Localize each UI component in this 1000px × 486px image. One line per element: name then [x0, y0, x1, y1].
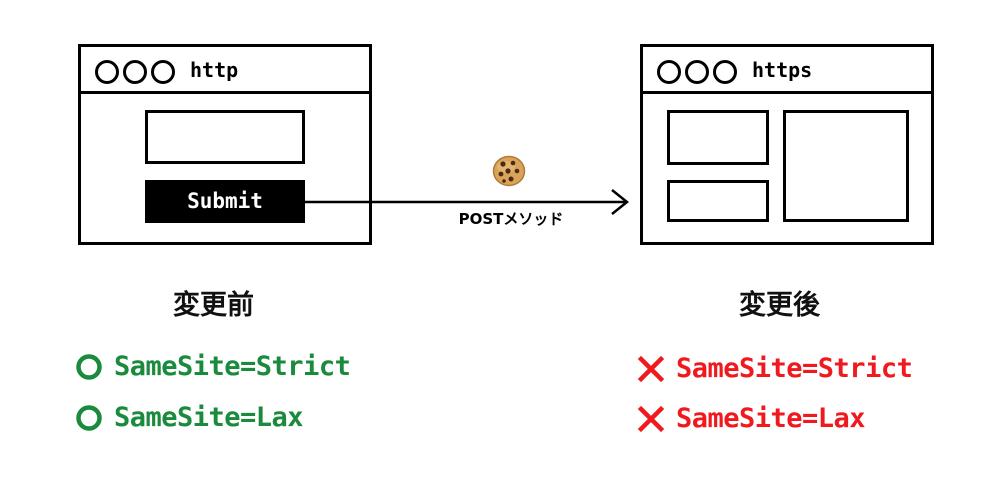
- content-panel-bottom-left: [667, 180, 769, 222]
- window-control-icon: [685, 60, 709, 84]
- before-rule-strict: SameSite=Strict: [74, 347, 351, 387]
- rule-label: SameSite=Strict: [114, 351, 351, 382]
- after-heading: 変更後: [739, 290, 820, 321]
- window-control-icon: [151, 60, 175, 84]
- rule-label: SameSite=Strict: [676, 353, 913, 384]
- before-rule-lax: SameSite=Lax: [74, 398, 304, 438]
- circle-ok-icon: [76, 354, 102, 380]
- circle-ok-icon: [76, 405, 102, 431]
- window-control-icon: [657, 60, 681, 84]
- browser-url: https: [752, 58, 813, 82]
- rule-label: SameSite=Lax: [676, 403, 866, 434]
- cross-ng-icon: [637, 355, 665, 383]
- cross-ng-icon: [637, 405, 665, 433]
- content-panel-top-left: [667, 110, 769, 165]
- after-rule-strict: SameSite=Strict: [636, 349, 913, 389]
- content-panel-right: [783, 110, 909, 222]
- form-input-box[interactable]: [145, 110, 305, 164]
- window-control-icon: [123, 60, 147, 84]
- after-rule-lax: SameSite=Lax: [636, 399, 866, 439]
- window-control-icon: [713, 60, 737, 84]
- post-method-label: POSTメソッド: [458, 210, 564, 228]
- submit-button[interactable]: Submit: [145, 180, 305, 223]
- window-control-icon: [95, 60, 119, 84]
- browser-url: http: [190, 58, 239, 82]
- before-heading: 変更前: [173, 290, 254, 321]
- cookie-icon: [492, 155, 526, 187]
- browser-titlebar: https: [643, 47, 931, 94]
- browser-titlebar: http: [81, 47, 369, 94]
- arrow-head-icon: [611, 189, 630, 215]
- rule-label: SameSite=Lax: [114, 402, 304, 433]
